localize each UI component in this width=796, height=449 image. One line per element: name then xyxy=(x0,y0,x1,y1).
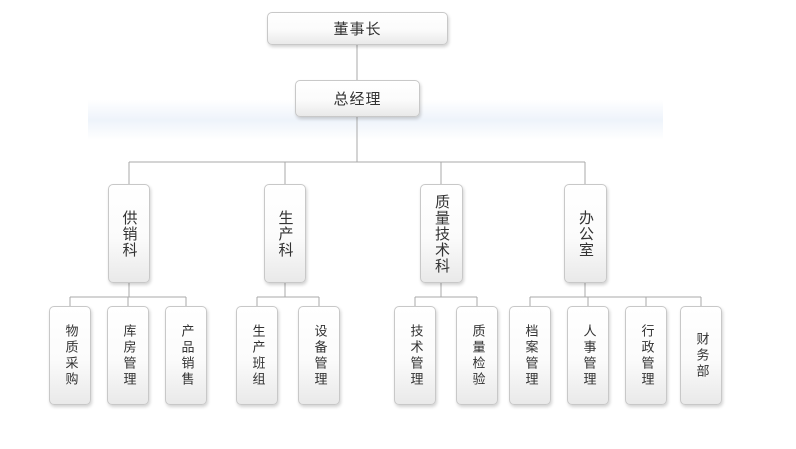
section-finance-department: 财务部 xyxy=(680,306,722,405)
section-material-purchase: 物质采购 xyxy=(49,306,91,405)
section-product-sales: 产品销售 xyxy=(165,306,207,405)
section-tech-management: 技术管理 xyxy=(394,306,436,405)
chairman-box: 董事长 xyxy=(267,12,448,45)
section-production-team: 生产班组 xyxy=(236,306,278,405)
general-manager-box: 总经理 xyxy=(295,80,420,117)
dept-supply-sales: 供销科 xyxy=(108,184,150,283)
dept-production: 生产科 xyxy=(264,184,306,283)
dept-quality-tech: 质量技术科 xyxy=(420,184,463,283)
section-warehouse-management: 库房管理 xyxy=(107,306,149,405)
section-admin-management: 行政管理 xyxy=(625,306,667,405)
dept-office: 办公室 xyxy=(564,184,607,283)
section-personnel-management: 人事管理 xyxy=(567,306,609,405)
section-equipment-management: 设备管理 xyxy=(298,306,340,405)
section-archive-management: 档案管理 xyxy=(509,306,551,405)
section-quality-inspection: 质量检验 xyxy=(456,306,498,405)
